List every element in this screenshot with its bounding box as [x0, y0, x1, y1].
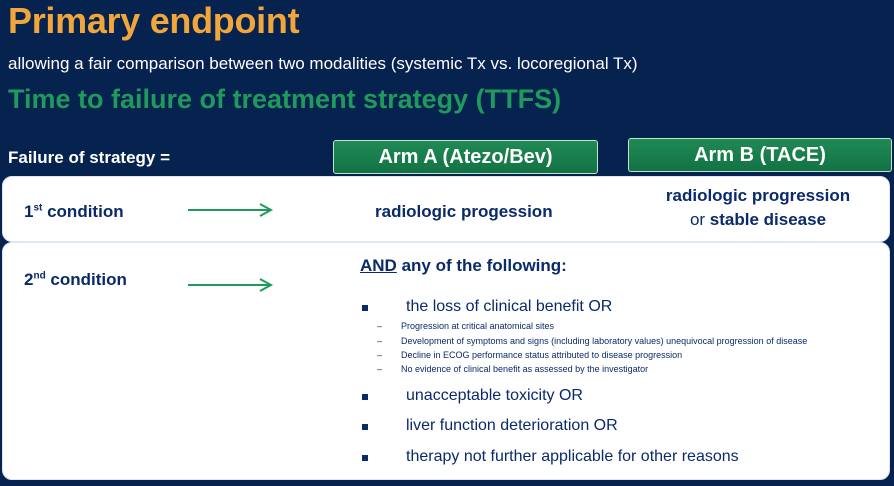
- condition-1-label: 1st condition: [24, 202, 124, 221]
- condition-2-label: 2nd condition: [24, 270, 127, 289]
- ttfs-heading: Time to failure of treatment strategy (T…: [8, 84, 562, 114]
- square-bullet-icon: [362, 424, 368, 430]
- arm-a-header: Arm A (Atezo/Bev): [333, 140, 598, 174]
- condition-1-panel: [2, 176, 890, 242]
- slide-subtitle: allowing a fair comparison between two m…: [8, 54, 638, 73]
- arrow-right-icon: [188, 278, 274, 292]
- square-bullet-icon: [362, 455, 368, 461]
- arrow-right-icon: [188, 203, 274, 217]
- and-any-heading: AND any of the following:: [360, 256, 567, 275]
- slide-title: Primary endpoint: [8, 0, 300, 41]
- failure-of-strategy-label: Failure of strategy =: [8, 148, 171, 167]
- condition-2-panel: [2, 242, 890, 480]
- condition-1-arm-b: radiologic progression or stable disease: [665, 186, 851, 229]
- square-bullet-icon: [362, 305, 368, 311]
- arm-b-header: Arm B (TACE): [628, 138, 892, 172]
- condition-1-arm-a: radiologic progession: [375, 202, 553, 221]
- square-bullet-icon: [362, 394, 368, 400]
